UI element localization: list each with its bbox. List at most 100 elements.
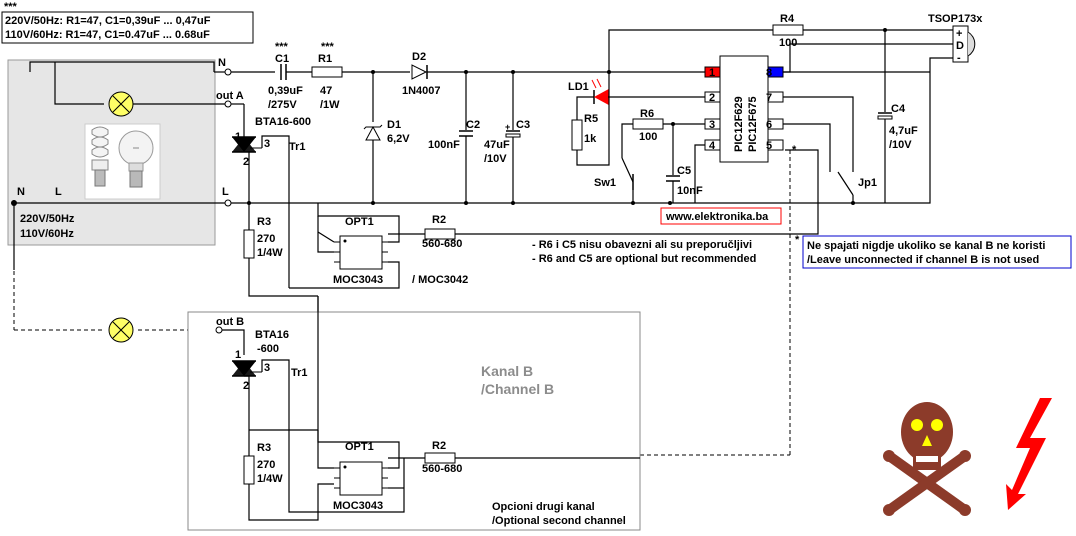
triac-a-tr: Tr1	[289, 141, 306, 153]
ic-pin-8: 8	[766, 67, 772, 79]
r4-value: 100	[779, 37, 797, 49]
triac-b-pin3: 3	[264, 362, 270, 374]
ic-pin-5: 5	[766, 140, 772, 152]
resistor-r5	[571, 119, 583, 151]
out-a-label: out A	[216, 90, 244, 102]
r1-name: R1	[318, 53, 332, 65]
lamp-a-icon	[108, 91, 134, 117]
triac-b-name-1: BTA16	[255, 329, 289, 341]
r4-name: R4	[780, 13, 795, 25]
c5-name: C5	[677, 165, 691, 177]
channel-b-note-2: /Leave unconnected if channel B is not u…	[807, 254, 1039, 266]
opt-b-name: OPT1	[345, 441, 374, 453]
r5-value: 1k	[584, 133, 597, 145]
r2-a-value: 560-680	[422, 238, 462, 250]
c3-value-2: /10V	[484, 153, 507, 165]
tsop-pin-d: D	[956, 40, 964, 52]
c4-value-2: /10V	[889, 139, 912, 151]
triac-b-tr: Tr1	[291, 367, 308, 379]
bulbs-photo	[84, 123, 161, 200]
r3-b-value-2: 1/4W	[257, 473, 283, 485]
d1-value: 6,2V	[387, 133, 410, 145]
triac-a-pin3: 3	[264, 138, 270, 150]
note-1: - R6 i C5 nisu obavezni ali su preporučl…	[532, 239, 752, 251]
d2-name: D2	[412, 51, 426, 63]
led-ld1	[591, 78, 609, 105]
channel-b-note-box	[802, 235, 1072, 269]
header-stars: ***	[4, 1, 18, 13]
r2-a-name: R2	[432, 214, 446, 226]
switch-sw1[interactable]	[621, 157, 634, 190]
capacitor-c1	[280, 64, 287, 80]
rail-n-label: N	[218, 57, 226, 69]
resistor-r1	[311, 66, 343, 78]
c1-stars: ***	[275, 41, 289, 53]
r1-stars: ***	[321, 41, 335, 53]
sw1-name: Sw1	[594, 177, 616, 189]
r1-value-2: /1W	[320, 99, 340, 111]
wire-lamp-a-left	[54, 76, 104, 105]
triac-a	[232, 136, 262, 153]
channel-b-note-1: Ne spajati nigdje ukoliko se kanal B ne …	[807, 240, 1045, 252]
r2-b-name: R2	[432, 440, 446, 452]
resistor-r3-a	[243, 229, 255, 259]
c2-name: C2	[466, 119, 480, 131]
r2-b-value: 560-680	[422, 463, 462, 475]
opt-b-part: MOC3043	[333, 500, 383, 512]
triac-b	[232, 360, 262, 377]
ic-pin-7: 7	[766, 92, 772, 104]
tsop-pin-plus: +	[956, 28, 962, 40]
header-line-1: 220V/50Hz: R1=47, C1=0,39uF ... 0,47uF	[5, 15, 211, 27]
c4-value-1: 4,7uF	[889, 125, 918, 137]
resistor-r4	[772, 24, 804, 36]
c1-name: C1	[275, 53, 289, 65]
diode-d2	[411, 64, 428, 80]
url-box	[660, 207, 782, 225]
r6-name: R6	[640, 108, 654, 120]
url-text: www.elektronika.ba	[665, 211, 769, 223]
ic-pin-3: 3	[709, 119, 715, 131]
c4-name: C4	[891, 103, 906, 115]
lightning-bolt-icon	[1006, 398, 1052, 510]
jp1-name: Jp1	[858, 177, 877, 189]
panel-voltage-1: 220V/50Hz	[20, 213, 75, 225]
ld1-name: LD1	[568, 81, 589, 93]
triac-b-pin1: 1	[235, 349, 241, 361]
terminal-l	[224, 199, 232, 207]
rail-l-label: L	[222, 186, 229, 198]
capacitor-c2	[459, 130, 473, 137]
note-2: - R6 and C5 are optional but recommended	[532, 253, 756, 265]
panel-l-label: L	[55, 186, 62, 198]
channel-b-title-1: Kanal B	[481, 363, 533, 379]
ic-pin-4: 4	[709, 140, 716, 152]
panel-n-label: N	[17, 186, 25, 198]
r3-a-value-2: 1/4W	[257, 247, 283, 259]
skull-crossbones-icon	[883, 402, 971, 516]
svg-text:+: +	[505, 122, 510, 132]
resistor-r6	[632, 118, 664, 130]
opt-a-name: OPT1	[345, 216, 374, 228]
terminal-n	[224, 68, 232, 76]
tsop-name: TSOP173x	[928, 13, 983, 25]
c2-value: 100nF	[428, 139, 460, 151]
c5-value: 10nF	[677, 185, 703, 197]
channel-b-panel	[187, 311, 641, 531]
optocoupler-b	[334, 461, 388, 496]
capacitor-c4	[877, 112, 893, 120]
r5-name: R5	[584, 113, 598, 125]
cfl-bulb-icon	[91, 126, 109, 187]
c3-value-1: 47uF	[484, 139, 510, 151]
ic-pin-6: 6	[766, 119, 772, 131]
r3-a-name: R3	[257, 216, 271, 228]
resistor-r3-b	[243, 455, 255, 485]
r6-value: 100	[639, 131, 657, 143]
jumper-jp1[interactable]	[837, 171, 854, 196]
header-line-2: 110V/60Hz: R1=47, C1=0.47uF ... 0.68uF	[5, 29, 210, 41]
opt-a-alt: / MOC3042	[412, 274, 468, 286]
c1-value-1: 0,39uF	[268, 85, 303, 97]
opt-a-part: MOC3043	[333, 274, 383, 286]
r3-b-name: R3	[257, 442, 271, 454]
r1-value-1: 47	[320, 85, 332, 97]
c1-value-2: /275V	[268, 99, 297, 111]
